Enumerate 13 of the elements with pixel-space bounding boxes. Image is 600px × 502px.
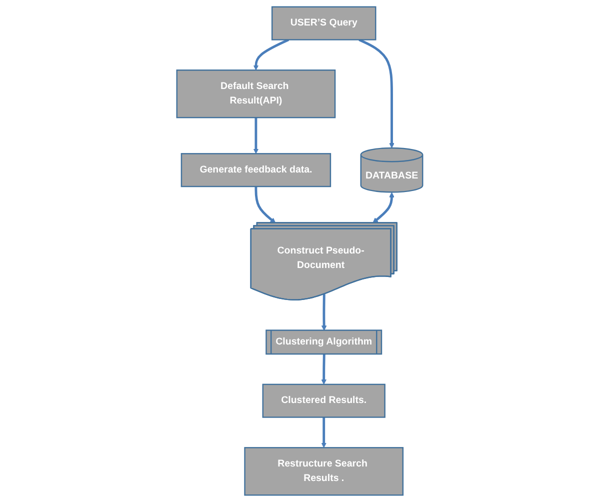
arrow [254, 38, 290, 70]
arrow [321, 354, 327, 385]
arrow [321, 417, 327, 448]
node-box: Default Search Result(API) [176, 70, 336, 118]
node-box: Restructure Search Results . [244, 447, 404, 496]
node-box: USER’S Query [272, 6, 376, 40]
arrow [358, 38, 395, 148]
node-box: Clustered Results. [262, 384, 386, 418]
node-box: Generate feedback data. [181, 153, 332, 188]
arrow [322, 294, 327, 331]
arrow [254, 118, 259, 154]
arrow [372, 192, 395, 224]
arrow [254, 186, 276, 224]
